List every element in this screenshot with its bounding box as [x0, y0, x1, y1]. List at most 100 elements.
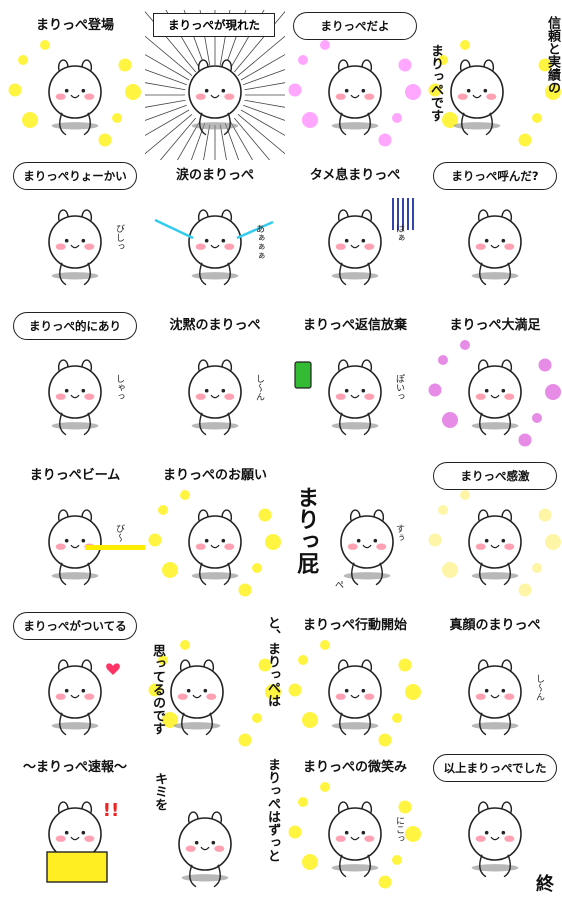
bunny-cheek-left	[475, 243, 486, 250]
bunny-shadow	[471, 722, 519, 730]
bunny-head	[468, 365, 522, 419]
bunny-cheek-right	[364, 393, 375, 400]
sticker-r6c1[interactable]: 〜まりっぺ速報〜!!	[5, 752, 145, 902]
sparkle-dot	[545, 534, 561, 550]
sticker-r1c1[interactable]: まりっぺ登場	[5, 10, 145, 160]
sticker-r1c3[interactable]: まりっぺだよ	[285, 10, 425, 160]
bunny-character	[178, 811, 232, 888]
sticker-r3c3[interactable]: まりっぺ返信放棄ぽいっ	[285, 310, 425, 460]
bunny-eye-left	[204, 388, 209, 393]
sticker-r4c3[interactable]: まりっ屁すぅぺ	[285, 460, 425, 610]
sparkle-dot	[258, 508, 272, 522]
bunny-eye-right	[361, 688, 366, 693]
sparkle-dot	[288, 825, 302, 839]
bunny-eye-left	[344, 688, 349, 693]
bunny-cheek-right	[84, 93, 95, 100]
bunny-cheek-right	[206, 693, 217, 700]
sparkle-dot	[180, 640, 190, 650]
bunny-eye-left	[484, 830, 489, 835]
sparkle-dot	[398, 658, 412, 672]
sparkle-dot	[438, 505, 448, 515]
bunny-shadow	[51, 272, 99, 280]
bunny-character	[48, 509, 102, 586]
sparkle-dot	[405, 84, 421, 100]
sticker-r6c4[interactable]: 以上まりっぺでした終	[425, 752, 562, 902]
bunny-legs	[339, 112, 371, 136]
speed-ray	[240, 54, 285, 81]
bunny-cheek-left	[475, 693, 486, 700]
sticker-art	[145, 10, 285, 160]
bunny-eye-right	[361, 88, 366, 93]
caption-vertical-2: まりっぺです	[427, 44, 443, 122]
sticker-r5c1[interactable]: まりっぺがついてる	[5, 610, 145, 760]
sticker-r2c3[interactable]: タメ息まりっぺはぁ	[285, 160, 425, 310]
bunny-character	[188, 209, 242, 286]
bunny-cheek-right	[224, 543, 235, 550]
bunny-head	[328, 215, 382, 269]
sticker-r4c4[interactable]: まりっぺ感激	[425, 460, 562, 610]
caption-title: まりっぺ行動開始	[302, 618, 407, 633]
speed-ray	[237, 113, 285, 155]
sparkle-dot	[8, 83, 22, 97]
bunny-legs	[339, 412, 371, 436]
sticker-r3c4[interactable]: まりっぺ大満足	[425, 310, 562, 460]
caption-title: まりっぺのお願い	[162, 468, 267, 483]
sticker-r5c4[interactable]: 真顔のまりっぺし〜ん	[425, 610, 562, 760]
sticker-r5c2[interactable]: と、まりっぺは思ってるのです	[145, 610, 285, 760]
bunny-cheek-left	[335, 835, 346, 842]
bunny-shadow	[453, 122, 501, 130]
sticker-r6c2[interactable]: まりっぺはずっとキミを	[145, 752, 285, 902]
sticker-r6c3[interactable]: まりっぺの微笑みにこっ	[285, 752, 425, 902]
sparkle-dot	[158, 655, 168, 665]
sticker-art	[148, 640, 281, 747]
bunny-head	[328, 665, 382, 719]
sticker-r3c2[interactable]: 沈黙のまりっぺし〜ん	[145, 310, 285, 460]
sparkle-dot	[392, 113, 402, 123]
sticker-r4c1[interactable]: まりっぺビームび〜	[5, 460, 145, 610]
bunny-mouth	[350, 694, 360, 699]
bunny-eye-right	[81, 238, 86, 243]
sparkle-dot	[118, 58, 132, 72]
sticker-art	[428, 490, 561, 597]
sticker-art	[294, 359, 382, 436]
caption-title: まりっぺ返信放棄	[302, 318, 407, 333]
sticker-art	[288, 782, 421, 889]
sticker-r3c1[interactable]: まりっぺ的にありしゃっ	[5, 310, 145, 460]
bunny-shadow	[471, 422, 519, 430]
bunny-legs	[199, 262, 231, 286]
sticker-r1c2[interactable]: まりっぺが現れた	[145, 10, 285, 160]
sparkle-dot	[378, 875, 392, 889]
bunny-eye-right	[501, 688, 506, 693]
sparkle-dot	[162, 712, 178, 728]
bunny-head	[468, 807, 522, 861]
speed-ray	[145, 54, 190, 81]
sparkle-dot	[158, 505, 168, 515]
speed-ray	[145, 99, 186, 108]
sparkle-dot	[298, 655, 308, 665]
bunny-eye-left	[484, 688, 489, 693]
beam-ray	[85, 545, 145, 550]
bunny-eye-right	[221, 538, 226, 543]
sticker-r2c2[interactable]: 涙のまりっぺあぁぁぁ	[145, 160, 285, 310]
bunny-cheek-left	[195, 393, 206, 400]
sparkle-dot	[378, 733, 392, 747]
sticker-r1c4[interactable]: 信頼と実績のまりっぺです	[425, 10, 562, 160]
caption-title: 沈黙のまりっぺ	[169, 318, 261, 333]
speed-ray	[244, 82, 285, 91]
bunny-legs	[479, 412, 511, 436]
bunny-mouth	[210, 244, 220, 249]
bunny-eye-left	[64, 688, 69, 693]
bunny-cheek-right	[224, 93, 235, 100]
sparkle-dot	[298, 797, 308, 807]
caption-title: まりっぺビーム	[29, 468, 121, 483]
sticker-r2c4[interactable]: まりっぺ呼んだ?	[425, 160, 562, 310]
bunny-eye-left	[64, 830, 69, 835]
bunny-mouth	[70, 244, 80, 249]
sparkle-dot	[545, 384, 561, 400]
sticker-r2c1[interactable]: まりっぺりょーかいびしっ	[5, 160, 145, 310]
sticker-r4c2[interactable]: まりっぺのお願い	[145, 460, 285, 610]
sticker-art	[428, 340, 561, 447]
sticker-r5c3[interactable]: まりっぺ行動開始	[285, 610, 425, 760]
sticker-art	[8, 40, 141, 147]
sticker-art	[468, 801, 522, 878]
